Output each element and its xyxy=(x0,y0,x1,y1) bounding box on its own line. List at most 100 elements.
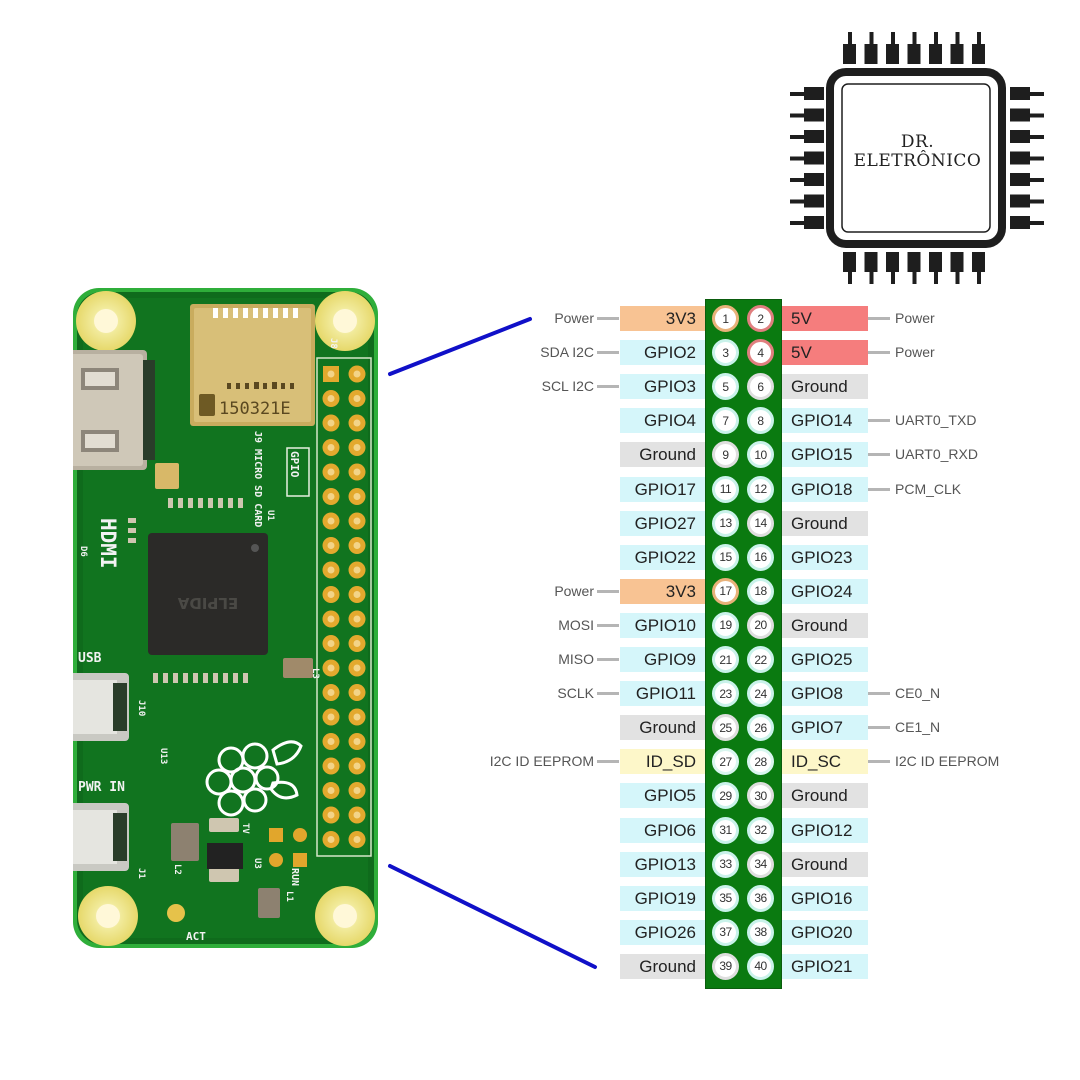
pin-label-left: 3V3 xyxy=(620,578,705,604)
header-pin: 19 xyxy=(712,611,739,639)
pin-label-left: GPIO26 xyxy=(620,919,705,945)
pin-label-left: GPIO17 xyxy=(620,476,705,502)
header-pad-hole xyxy=(327,370,335,378)
chip-pin xyxy=(912,270,917,284)
chip-pin xyxy=(886,252,899,272)
pin-label-right: ID_SC xyxy=(782,749,868,775)
mounting-hole xyxy=(315,291,375,351)
header-pin: 17 xyxy=(712,577,739,605)
leader-line xyxy=(868,419,890,423)
pin-label-right: GPIO21 xyxy=(782,953,868,979)
header-pad-hole xyxy=(353,370,361,378)
header-pad-hole xyxy=(353,811,361,819)
chip-pin xyxy=(907,252,921,272)
u13-silkscreen: U13 xyxy=(158,748,168,764)
pin-label-right: GPIO25 xyxy=(782,647,868,672)
chip-pin xyxy=(790,113,806,118)
leader-line xyxy=(597,385,619,389)
chip-pin xyxy=(848,32,852,46)
gpio-header-strip xyxy=(705,299,782,989)
header-pin: 14 xyxy=(747,509,774,537)
header-pad-hole xyxy=(327,787,335,794)
chip-pin xyxy=(1010,108,1030,122)
header-pad-hole xyxy=(327,640,335,647)
run-silkscreen: RUN xyxy=(289,868,300,886)
pin-label-left: GPIO10 xyxy=(620,612,705,638)
pin-function-left: Power xyxy=(554,582,594,599)
j1-silkscreen: J1 xyxy=(136,868,146,879)
pin-label-left: GPIO4 xyxy=(620,408,705,434)
hdmi-silkscreen: HDMI xyxy=(96,518,120,569)
pin-function-left: I2C ID EEPROM xyxy=(489,753,594,770)
chip-pin xyxy=(977,32,981,46)
chip-pin xyxy=(804,108,824,122)
header-pad-hole xyxy=(353,664,361,672)
pin-label-left: 3V3 xyxy=(620,306,705,331)
header-pin: 8 xyxy=(747,407,774,435)
header-pin: 3 xyxy=(712,339,739,367)
header-pin: 22 xyxy=(747,646,774,673)
header-pad-hole xyxy=(353,542,361,549)
pin-function-left: MISO xyxy=(558,651,594,667)
header-pad-hole xyxy=(353,468,361,476)
header-pad-hole xyxy=(353,836,361,843)
mounting-hole xyxy=(78,886,138,946)
inductor-l2 xyxy=(171,823,199,861)
chip-pin xyxy=(843,252,856,272)
chip-pin xyxy=(1028,113,1044,118)
pin-label-right: GPIO8 xyxy=(782,681,868,707)
chip-pin xyxy=(804,194,824,208)
chip-pin xyxy=(934,32,938,46)
pin-label-left: GPIO5 xyxy=(620,783,705,809)
header-pin: 32 xyxy=(747,816,774,844)
chip-pin xyxy=(804,87,824,100)
leader-line xyxy=(868,692,890,696)
pin-label-left: GPIO6 xyxy=(620,817,705,843)
chip-pin xyxy=(1028,135,1044,139)
sd-silkscreen: J9 MICRO SD CARD xyxy=(252,431,263,527)
chip-pin xyxy=(1028,178,1044,182)
chip-pin xyxy=(864,44,878,64)
header-pad-hole xyxy=(327,444,335,451)
micro-usb-port xyxy=(63,673,129,741)
chip-pin xyxy=(804,216,824,229)
pin-label-left: GPIO9 xyxy=(620,647,705,672)
pin-function-right: CE0_N xyxy=(895,685,941,702)
leader-line xyxy=(868,317,890,320)
chip-pin xyxy=(955,270,960,284)
pin-label-right: Ground xyxy=(782,374,868,400)
chip-pin xyxy=(929,44,942,64)
header-pad-hole xyxy=(353,689,361,696)
chip-pin xyxy=(1028,156,1044,161)
header-pad-hole xyxy=(327,762,335,770)
header-pad-hole xyxy=(353,591,361,598)
pin-label-right: GPIO7 xyxy=(782,715,868,741)
header-pin: 7 xyxy=(712,407,739,435)
pin-function-right: CE1_N xyxy=(895,719,941,736)
chip-pin xyxy=(1010,194,1030,208)
header-pad-hole xyxy=(353,615,361,623)
header-pad-hole xyxy=(327,395,335,402)
pin-function-left: MOSI xyxy=(558,616,594,633)
header-pin: 28 xyxy=(747,748,774,776)
pin-label-left: GPIO22 xyxy=(620,544,705,570)
logo-text-eletronico: ELETRÔNICO xyxy=(853,151,982,171)
chip-pin xyxy=(950,44,964,64)
header-pin: 21 xyxy=(712,646,739,673)
leader-line xyxy=(868,487,890,491)
leader-line xyxy=(868,351,890,355)
pin-label-left: Ground xyxy=(620,953,705,979)
header-pin: 35 xyxy=(712,884,739,912)
pin-label-left: GPIO27 xyxy=(620,510,705,536)
chip-pin xyxy=(864,252,878,272)
pin-label-right: 5V xyxy=(782,306,868,331)
pin-function-right: Power xyxy=(895,310,935,326)
chip-pin xyxy=(907,44,921,64)
sd-code-text: 150321E xyxy=(219,399,291,419)
header-pin: 39 xyxy=(712,952,739,980)
header-pad-hole xyxy=(353,444,361,451)
leader-line xyxy=(597,589,619,593)
header-pin: 1 xyxy=(712,305,739,332)
pin-label-right: GPIO18 xyxy=(782,476,868,502)
header-pin: 9 xyxy=(712,441,739,469)
